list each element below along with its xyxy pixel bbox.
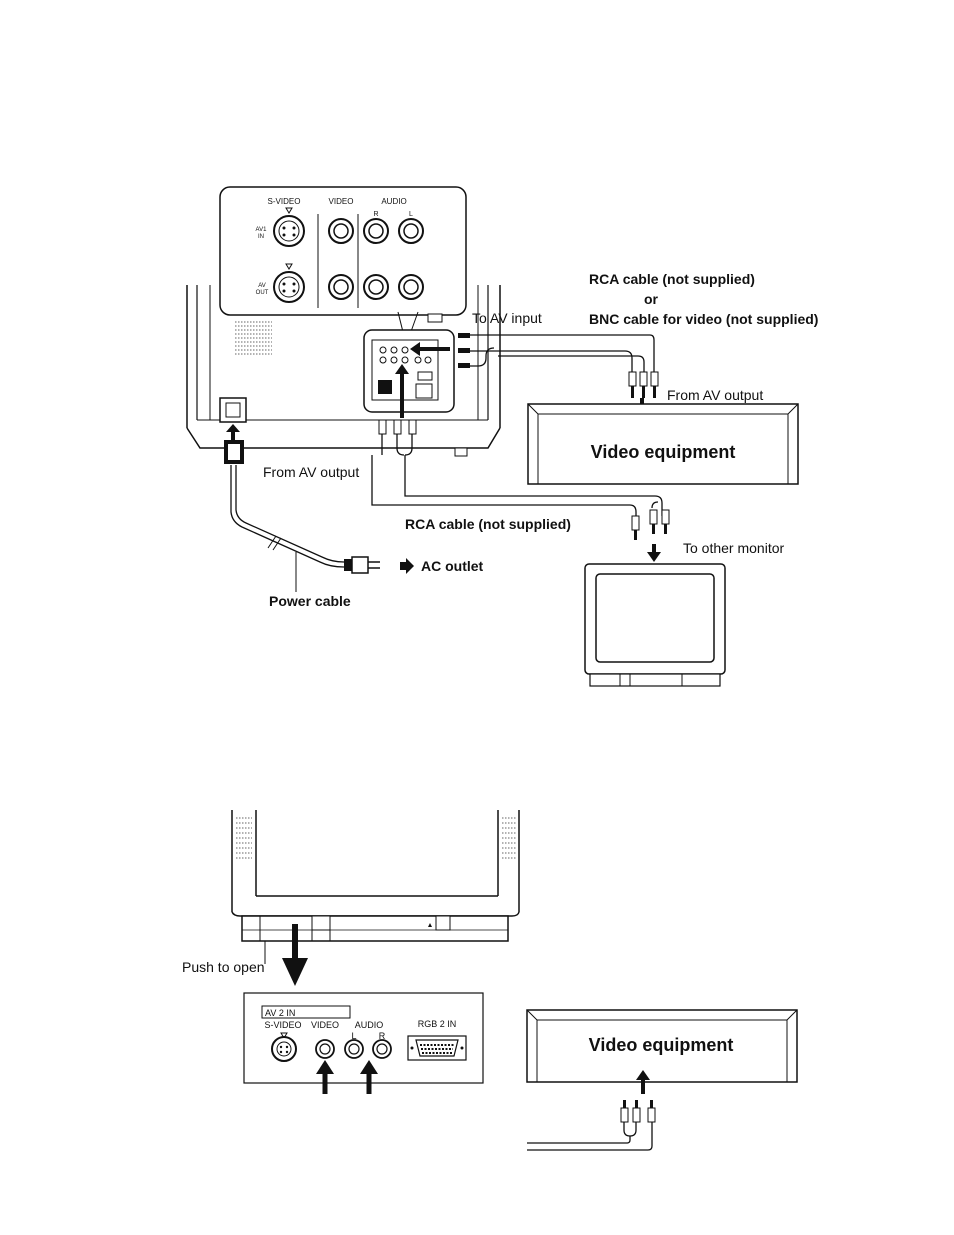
vent-grille bbox=[235, 322, 272, 354]
av1-in-label-1: AV1 bbox=[256, 227, 268, 233]
av-out-label-1: AV bbox=[258, 283, 266, 289]
audio-r-label: R bbox=[373, 211, 378, 218]
ac-outlet-label: AC outlet bbox=[421, 558, 484, 574]
monitor-front bbox=[232, 810, 519, 941]
av-out-label-2: OUT bbox=[256, 290, 269, 296]
push-to-open-label: Push to open bbox=[182, 959, 265, 975]
audio-header: AUDIO bbox=[355, 1020, 384, 1030]
arrow-right-icon bbox=[400, 558, 414, 574]
video-equipment-top-label: Video equipment bbox=[591, 442, 736, 462]
svideo-header: S-VIDEO bbox=[264, 1020, 301, 1030]
to-av-input-label: To AV input bbox=[472, 310, 542, 326]
arrow-down-icon bbox=[282, 958, 308, 986]
svideo-in-jack bbox=[274, 216, 304, 246]
power-inlet bbox=[220, 398, 246, 464]
rca-plug-icon bbox=[629, 372, 658, 398]
or-label: or bbox=[644, 291, 659, 307]
video-header: VIDEO bbox=[329, 197, 354, 206]
arrow-down-icon bbox=[647, 552, 661, 562]
svideo-out-jack bbox=[274, 272, 304, 302]
video-equipment-bottom-label: Video equipment bbox=[589, 1035, 734, 1055]
power-cable bbox=[231, 465, 380, 592]
svideo-jack bbox=[272, 1037, 296, 1061]
from-av-output-left-label: From AV output bbox=[263, 464, 359, 480]
front-vent-grille bbox=[236, 818, 516, 858]
power-cable-label: Power cable bbox=[269, 593, 351, 609]
from-av-output-right-label: From AV output bbox=[667, 387, 763, 403]
rca-jacks bbox=[316, 1040, 391, 1058]
audio-header: AUDIO bbox=[381, 197, 406, 206]
to-other-monitor-label: To other monitor bbox=[683, 540, 784, 556]
rgb2-in-label: RGB 2 IN bbox=[418, 1019, 457, 1029]
av1-in-label-2: IN bbox=[258, 234, 264, 240]
rgb-connector bbox=[408, 1036, 466, 1060]
video-header: VIDEO bbox=[311, 1020, 339, 1030]
audio-l-label: L bbox=[409, 211, 413, 218]
other-monitor bbox=[585, 564, 725, 686]
rear-terminal-block bbox=[364, 330, 454, 412]
svideo-header: S-VIDEO bbox=[268, 197, 301, 206]
av1-terminal-panel: S-VIDEO VIDEO AUDIO R L AV1 IN AV OUT bbox=[220, 187, 466, 340]
av2-in-label: AV 2 IN bbox=[265, 1008, 295, 1018]
rca-cable-top-label: RCA cable (not supplied) bbox=[589, 271, 755, 287]
rca-cable-middle-label: RCA cable (not supplied) bbox=[405, 516, 571, 532]
bnc-cable-label: BNC cable for video (not supplied) bbox=[589, 311, 818, 327]
